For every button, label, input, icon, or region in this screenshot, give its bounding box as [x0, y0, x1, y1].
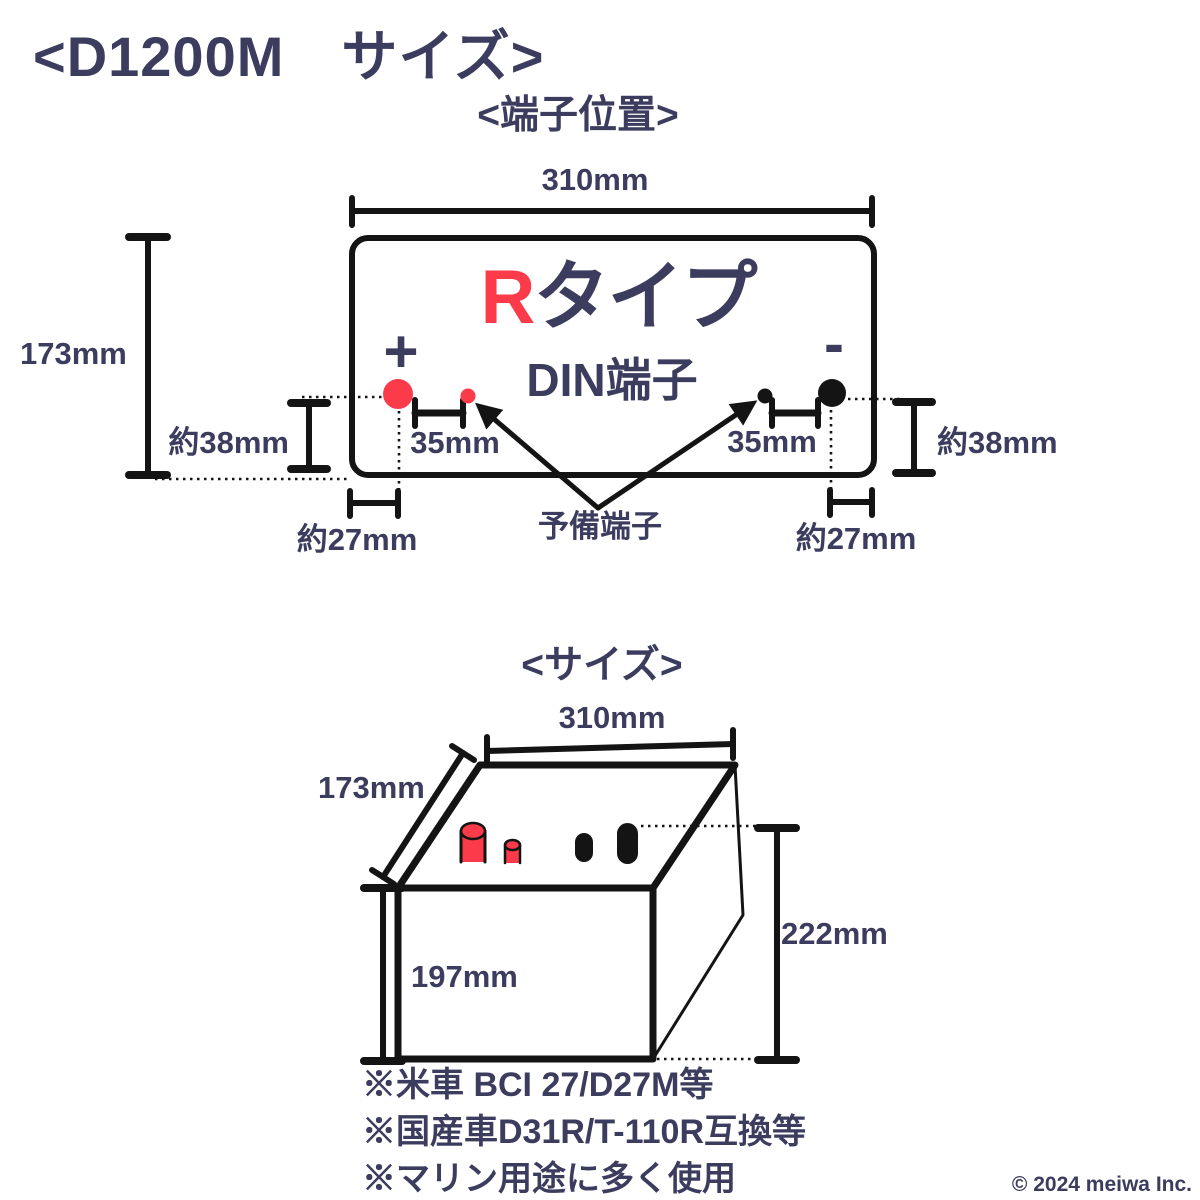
size-heading: <サイズ> [521, 644, 683, 687]
dim-label-total-height: 222mm [781, 916, 888, 951]
note-line: ※マリン用途に多く使用 [362, 1160, 736, 1198]
dim-label-depth-3d: 173mm [318, 770, 425, 805]
dim-label-pitch35-right: 35mm [727, 424, 817, 459]
dim-label-case-height: 197mm [411, 959, 518, 994]
dim-pitch35-left [411, 397, 467, 429]
size-diagram-3d [360, 727, 800, 1065]
terminal-position-diagram [125, 195, 936, 519]
spare-terminal-label: 予備端子 [538, 509, 662, 544]
dim-offset38-right [892, 398, 936, 477]
dim-label-offset38-left: 約38mm [168, 425, 289, 460]
negative-spare-post-3d [575, 833, 593, 862]
minus-sign: - [824, 310, 844, 377]
note-line: ※国産車D31R/T-110R互換等 [362, 1113, 806, 1151]
dim-label-edge27-left: 約27mm [296, 522, 418, 557]
negative-terminal [818, 379, 846, 407]
terminals-3d [459, 821, 638, 865]
dim-label-pitch35-left: 35mm [410, 425, 500, 460]
negative-post-3d [617, 823, 638, 864]
negative-spare-terminal [757, 388, 773, 404]
dim-depth-3d [369, 743, 477, 887]
dim-height-left [125, 233, 171, 479]
page-title: <D1200M サイズ> [33, 25, 545, 88]
dim-label-edge27-right: 約27mm [795, 521, 917, 556]
box-front-face [394, 884, 657, 1063]
battery-type-letter: R [480, 255, 536, 340]
terminal-standard-label: DIN端子 [526, 354, 698, 406]
dim-label-width-3d: 310mm [558, 700, 666, 735]
note-line: ※米車 BCI 27/D27M等 [362, 1066, 714, 1104]
dim-edge27-right [827, 487, 875, 518]
dim-label-width-top: 310mm [541, 162, 649, 197]
notes-block: ※米車 BCI 27/D27M等 ※国産車D31R/T-110R互換等 ※マリン… [362, 1062, 806, 1200]
dim-total-height [754, 824, 800, 1064]
projection-dotted-lines-3d [641, 824, 762, 1061]
dim-pitch35-right [768, 397, 822, 429]
battery-type-suffix: タイプ [533, 255, 757, 340]
dim-offset38-left [287, 399, 331, 473]
dim-edge27-left [347, 488, 401, 519]
copyright-text: © 2024 meiwa Inc. [1011, 1173, 1192, 1196]
positive-spare-post-3d [503, 838, 522, 852]
dim-label-height: 173mm [20, 336, 127, 371]
dim-width-top [349, 195, 875, 228]
positive-post-3d [459, 821, 487, 841]
projection-dotted-lines [155, 395, 903, 501]
dim-case-height [360, 884, 406, 1065]
battery-type-label: Rタイプ [480, 255, 758, 340]
terminals-top-view [383, 379, 846, 409]
positive-terminal [383, 379, 413, 409]
positive-spare-terminal [460, 388, 476, 404]
terminal-position-heading: <端子位置> [477, 94, 679, 137]
dim-label-offset38-right: 約38mm [937, 425, 1058, 460]
plus-sign: + [383, 318, 419, 385]
dim-width-3d [484, 727, 736, 768]
spare-terminal-arrows [475, 400, 758, 511]
